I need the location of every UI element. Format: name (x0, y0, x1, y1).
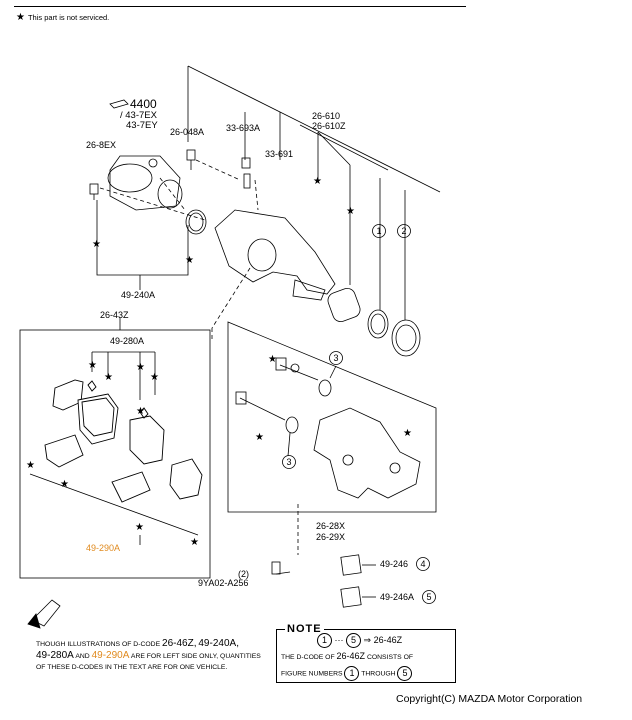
note-line3-circle-to: 5 (397, 666, 413, 681)
group-outline-26-610 (187, 65, 441, 193)
ref-4400-code: 4400 (130, 97, 157, 111)
note-circle-from: 1 (317, 633, 332, 648)
note-box: NOTE 1 ··· 5 ⇒ 26-46Z THE D-CODE OF 26-4… (276, 623, 456, 683)
svg-text:★: ★ (346, 206, 355, 217)
svg-text:★: ★ (60, 479, 69, 490)
circle-4: 4 (420, 559, 425, 569)
star-icon: ★ (16, 12, 25, 23)
svg-text:★: ★ (135, 522, 144, 533)
note-part2: ARE FOR LEFT SIDE ONLY, QUANTITIES OF TH… (36, 653, 261, 671)
note-line2code: 26-46Z (336, 651, 366, 661)
left-side-note: THOUGH ILLUSTRATIONS OF D-CODE 26-46Z, 4… (36, 638, 266, 673)
label-49-246: 49-246 (380, 559, 409, 569)
label-26-610: 26-610 (312, 111, 341, 121)
note-line2: THE D-CODE OF 26-46Z CONSISTS OF (281, 651, 413, 661)
hand-pointer-icon (109, 99, 129, 109)
note-line3: FIGURE NUMBERS 1 THROUGH 5 (281, 666, 413, 681)
label-9ya02-qty: (2) (238, 569, 249, 579)
o-ring (185, 209, 207, 235)
label-33-691: 33-691 (265, 149, 294, 159)
note-code2: 49-240A (198, 638, 237, 649)
note-sep2: , (236, 638, 239, 649)
label-26-28x: 26-28X (316, 521, 346, 531)
label-26-29x: 26-29X (316, 532, 346, 542)
note-line2b: CONSISTS OF (366, 654, 414, 661)
shim-49-246a (340, 586, 362, 608)
svg-text:★: ★ (268, 354, 277, 365)
circle-1: 1 (376, 226, 381, 236)
svg-text:★: ★ (26, 460, 35, 471)
ref-43-7ex: / 43-7EX (120, 110, 157, 121)
note-line1: 1 ··· 5 ⇒ 26-46Z (317, 633, 402, 648)
note-title: NOTE (285, 623, 324, 635)
svg-text:★: ★ (136, 362, 145, 373)
guide-pins (235, 357, 332, 434)
label-33-693a: 33-693A (226, 123, 261, 133)
svg-text:★: ★ (313, 176, 322, 187)
label-49-280a: 49-280A (110, 336, 145, 346)
note-code4: 49-290A (91, 650, 130, 661)
caliper-body (214, 209, 336, 301)
note-and: AND (75, 653, 90, 660)
circle-5: 5 (426, 592, 431, 602)
unserviced-note-text: This part is not serviced. (27, 13, 110, 22)
note-code3: 49-280A (36, 650, 74, 661)
shim-49-246 (340, 554, 362, 576)
top-rule (14, 6, 466, 7)
svg-text:★: ★ (150, 372, 159, 383)
label-9ya02-a256: 9YA02-A256 (198, 578, 249, 588)
note-circle-to: 5 (346, 633, 362, 648)
pad-shapes (44, 379, 203, 503)
note-arrow: ⇒ (363, 634, 372, 645)
svg-text:★: ★ (403, 428, 412, 439)
note-dots: ··· (334, 634, 344, 645)
fwd-arrow-icon (27, 599, 61, 629)
piston-seals (327, 287, 421, 357)
svg-text:★: ★ (104, 372, 113, 383)
label-49-290a: 49-290A (86, 543, 121, 553)
svg-text:★: ★ (88, 360, 97, 371)
note-line3b: THROUGH (361, 670, 396, 678)
pad-kit-box (19, 329, 211, 579)
copyright: Copyright(C) MAZDA Motor Corporation (396, 693, 583, 705)
svg-text:★: ★ (136, 406, 145, 417)
note-line3a: FIGURE NUMBERS (281, 670, 343, 678)
ref-43-7ey: 43-7EY (126, 120, 158, 131)
svg-text:★: ★ (92, 239, 101, 250)
circle-2: 2 (401, 226, 406, 236)
ref-4400: 4400 / 43-7EX 43-7EY (108, 98, 158, 131)
label-26-8ex: 26-8EX (86, 140, 117, 150)
note-code: 26-46Z (373, 634, 403, 645)
mounting-bracket (313, 407, 421, 499)
label-26-610z: 26-610Z (312, 121, 346, 131)
note-line2a: THE D-CODE OF (281, 654, 335, 661)
label-26-43z: 26-43Z (100, 310, 129, 320)
label-49-240a: 49-240A (121, 290, 156, 300)
circle-3a: 3 (333, 353, 338, 363)
svg-text:★: ★ (190, 537, 199, 548)
label-26-048a: 26-048A (170, 127, 205, 137)
label-49-246a: 49-246A (380, 592, 415, 602)
svg-text:★: ★ (255, 432, 264, 443)
bolts (89, 149, 291, 575)
note-line3-circle-from: 1 (344, 666, 360, 681)
note-code1: 26-46Z (162, 638, 194, 649)
svg-text:★: ★ (185, 255, 194, 266)
note-part1: THOUGH ILLUSTRATIONS OF D-CODE (36, 641, 161, 648)
unserviced-note: ★This part is not serviced. (16, 12, 109, 23)
note-sep1: , (193, 638, 197, 649)
bracket-box (227, 321, 437, 513)
circle-3b: 3 (286, 457, 291, 467)
motor-unit (107, 155, 183, 211)
